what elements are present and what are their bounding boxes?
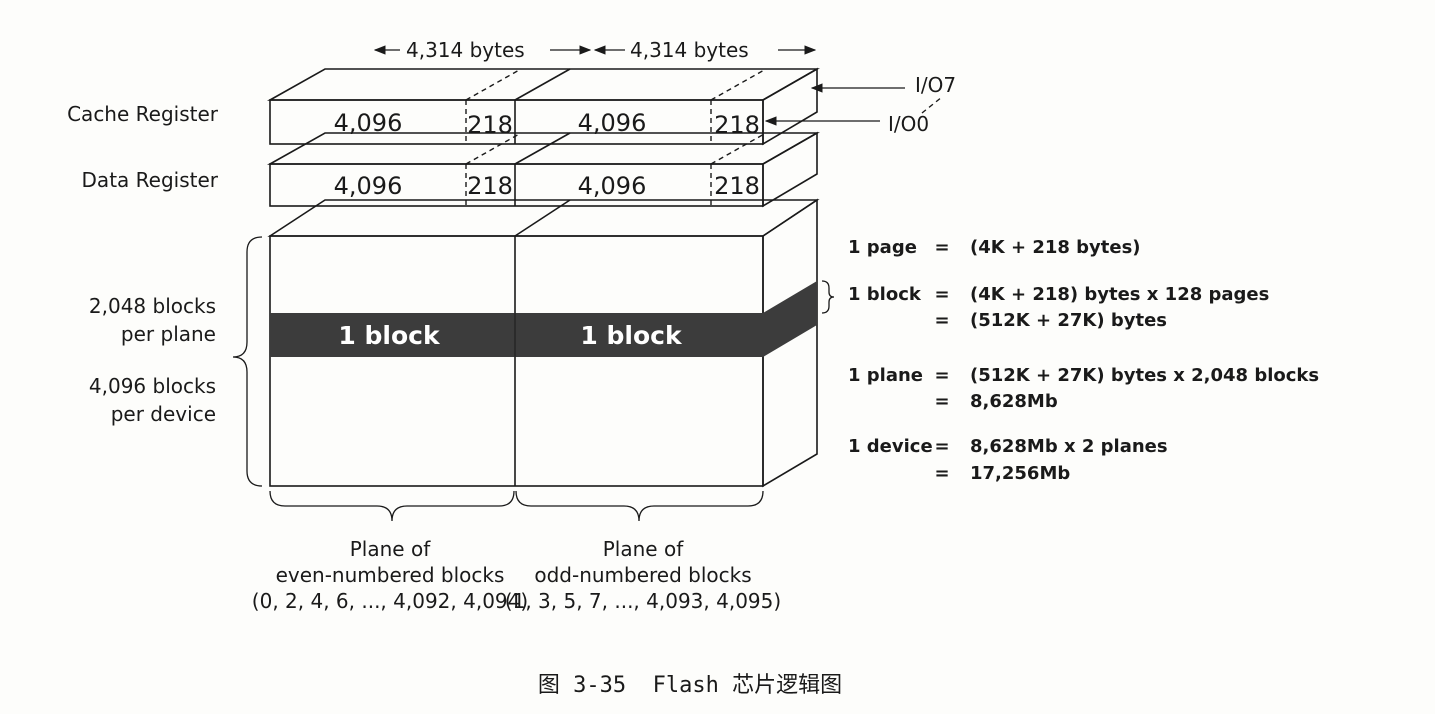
data-cell-data-0: 4,096 xyxy=(334,172,403,200)
left-labels: 2,048 blocks per plane 4,096 blocks per … xyxy=(89,294,216,426)
formula-plane-term: 1 plane xyxy=(848,365,923,386)
plane-even-line3: (0, 2, 4, 6, ..., 4,092, 4,094) xyxy=(252,589,528,613)
formula-device-term: 1 device xyxy=(848,436,933,457)
block-label-even: 1 block xyxy=(338,321,441,350)
plane-odd-caption: Plane of odd-numbered blocks (1, 3, 5, 7… xyxy=(505,537,781,613)
io-lines: I/O7 I/O0 xyxy=(764,73,956,136)
formula-block-term: 1 block xyxy=(848,284,922,305)
figure-caption: 图 3-35 Flash 芯片逻辑图 xyxy=(538,673,842,698)
block-band xyxy=(270,313,763,357)
even-plane-brace xyxy=(269,490,515,522)
plane-odd-line3: (1, 3, 5, 7, ..., 4,093, 4,095) xyxy=(505,589,781,613)
width-dimension: 4,314 bytes 4,314 bytes xyxy=(373,38,817,62)
capacity-formulas: 1 page = (4K + 218 bytes) 1 block = (4K … xyxy=(848,237,1319,484)
blocks-per-device-line2: per device xyxy=(111,402,216,426)
cache-cell-spare-0: 218 xyxy=(467,111,513,139)
data-register: Data Register 4,096 218 4,096 218 xyxy=(82,131,821,208)
memory-array: 1 block 1 block xyxy=(267,198,820,488)
formula-block-op: = xyxy=(934,284,949,305)
data-cell-spare-0: 218 xyxy=(467,172,513,200)
block-band-side xyxy=(763,281,817,357)
formula-plane-line1: (512K + 27K) bytes x 2,048 blocks xyxy=(970,365,1319,386)
io-label-bottom: I/O0 xyxy=(888,112,929,136)
formula-plane-op: = xyxy=(934,365,949,386)
formula-plane-line2: 8,628Mb xyxy=(970,391,1058,412)
plane-even-caption: Plane of even-numbered blocks (0, 2, 4, … xyxy=(252,537,528,613)
cache-register-label: Cache Register xyxy=(67,102,219,126)
data-cell-spare-1: 218 xyxy=(714,172,760,200)
formula-page-line1: (4K + 218 bytes) xyxy=(970,237,1141,258)
formula-device-op: = xyxy=(934,436,949,457)
plane-odd-line2: odd-numbered blocks xyxy=(534,563,751,587)
formula-block-op2: = xyxy=(934,310,949,331)
data-cell-data-1: 4,096 xyxy=(578,172,647,200)
blocks-per-device-line1: 4,096 blocks xyxy=(89,374,216,398)
formula-device-line2: 17,256Mb xyxy=(970,463,1070,484)
formula-block-line2: (512K + 27K) bytes xyxy=(970,310,1167,331)
formula-block-line1: (4K + 218) bytes x 128 pages xyxy=(970,284,1269,305)
data-register-label: Data Register xyxy=(82,168,219,192)
formula-device-line1: 8,628Mb x 2 planes xyxy=(970,436,1168,457)
cache-cell-spare-1: 218 xyxy=(714,111,760,139)
formula-plane-op2: = xyxy=(934,391,949,412)
block-label-odd: 1 block xyxy=(580,321,683,350)
odd-plane-brace xyxy=(515,490,764,522)
blocks-per-plane-line2: per plane xyxy=(121,322,216,346)
left-brace xyxy=(232,236,263,487)
width-label-right: 4,314 bytes xyxy=(630,38,749,62)
formula-page-op: = xyxy=(934,237,949,258)
block-brace xyxy=(821,280,835,314)
plane-even-line1: Plane of xyxy=(350,537,431,561)
width-label-left: 4,314 bytes xyxy=(406,38,525,62)
plane-even-line2: even-numbered blocks xyxy=(276,563,505,587)
plane-odd-line1: Plane of xyxy=(603,537,684,561)
blocks-per-plane-line1: 2,048 blocks xyxy=(89,294,216,318)
formula-page-term: 1 page xyxy=(848,237,917,258)
formula-device-op2: = xyxy=(934,463,949,484)
io-label-top: I/O7 xyxy=(915,73,956,97)
